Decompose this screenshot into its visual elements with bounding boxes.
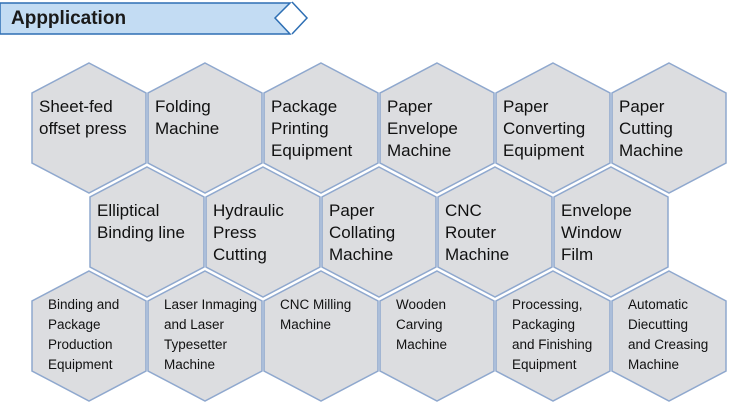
application-label-line: and Laser <box>164 317 225 332</box>
application-label-line: Paper <box>387 97 433 116</box>
application-label-line: Sheet-fed <box>39 97 113 116</box>
application-label-line: Automatic <box>628 297 689 312</box>
section-title: Appplication <box>11 8 127 29</box>
application-hexagon <box>495 270 611 402</box>
application-hexagon <box>263 62 379 194</box>
application-label-line: Cutting <box>619 119 673 138</box>
application-hexagon <box>321 166 437 298</box>
application-hexagon <box>379 62 495 194</box>
banner-shape <box>0 2 292 35</box>
application-hexagon <box>379 270 495 402</box>
application-hexagon <box>89 166 205 298</box>
application-hexagon <box>147 62 263 194</box>
application-label-line: Machine <box>155 119 220 138</box>
application-hexagon <box>495 62 611 194</box>
application-hexagon <box>205 166 321 298</box>
application-hexagon <box>31 62 147 194</box>
application-hexagon <box>553 166 669 298</box>
section-banner <box>0 1 309 35</box>
application-label-line: Machine <box>164 357 216 372</box>
application-label-line: CNC <box>445 201 482 220</box>
application-label-line: Equipment <box>512 357 577 372</box>
application-hexagon <box>437 166 553 298</box>
application-label-line: Typesetter <box>164 337 228 352</box>
application-label-line: Production <box>48 337 113 352</box>
application-label-line: Laser Inmaging <box>164 297 258 312</box>
application-label-line: Machine <box>619 141 684 160</box>
application-label-line: Cutting <box>213 245 267 264</box>
application-label-line: Machine <box>445 245 510 264</box>
application-label-line: Elliptical <box>97 201 160 220</box>
application-label-line: Equipment <box>271 141 353 160</box>
application-label-line: Folding <box>155 97 211 116</box>
application-label-line: Film <box>561 245 594 264</box>
application-label-line: Printing <box>271 119 329 138</box>
application-label-line: Equipment <box>48 357 113 372</box>
application-label-line: Processing, <box>512 297 583 312</box>
banner-chevron-icon <box>291 1 309 35</box>
application-label-line: Wooden <box>396 297 447 312</box>
application-label-line: Envelope <box>561 201 632 220</box>
application-label-line: and Finishing <box>512 337 593 352</box>
application-label-line: Converting <box>503 119 586 138</box>
application-label-line: Envelope <box>387 119 458 138</box>
application-label-line: CNC Milling <box>280 297 352 312</box>
application-label-line: Machine <box>387 141 452 160</box>
application-label-line: Machine <box>628 357 680 372</box>
application-label-line: Machine <box>396 337 448 352</box>
application-label-line: Diecutting <box>628 317 689 332</box>
application-label-line: Paper <box>503 97 549 116</box>
application-label-line: Paper <box>619 97 665 116</box>
application-label-line: Binding line <box>97 223 185 242</box>
application-hexagon <box>31 270 147 402</box>
application-label-line: Collating <box>329 223 396 242</box>
application-label-line: Router <box>445 223 497 242</box>
application-label-line: offset press <box>39 119 127 138</box>
application-label-line: Machine <box>280 317 332 332</box>
application-label-line: Window <box>561 223 622 242</box>
application-label-line: and Creasing <box>628 337 709 352</box>
application-hexagon <box>147 270 263 402</box>
application-label-line: Package <box>48 317 101 332</box>
application-label-line: Press <box>213 223 257 242</box>
application-label-line: Carving <box>396 317 443 332</box>
application-label-line: Package <box>271 97 338 116</box>
application-label-line: Binding and <box>48 297 120 312</box>
application-hexagon <box>611 270 727 402</box>
application-label-line: Paper <box>329 201 375 220</box>
application-label: Sheet-fed offset press <box>39 96 127 140</box>
application-hexagon <box>263 270 379 402</box>
application-label-line: Packaging <box>512 317 576 332</box>
application-label-line: Equipment <box>503 141 585 160</box>
application-label-line: Machine <box>329 245 394 264</box>
application-label-line: Hydraulic <box>213 201 284 220</box>
application-hexagon <box>611 62 727 194</box>
